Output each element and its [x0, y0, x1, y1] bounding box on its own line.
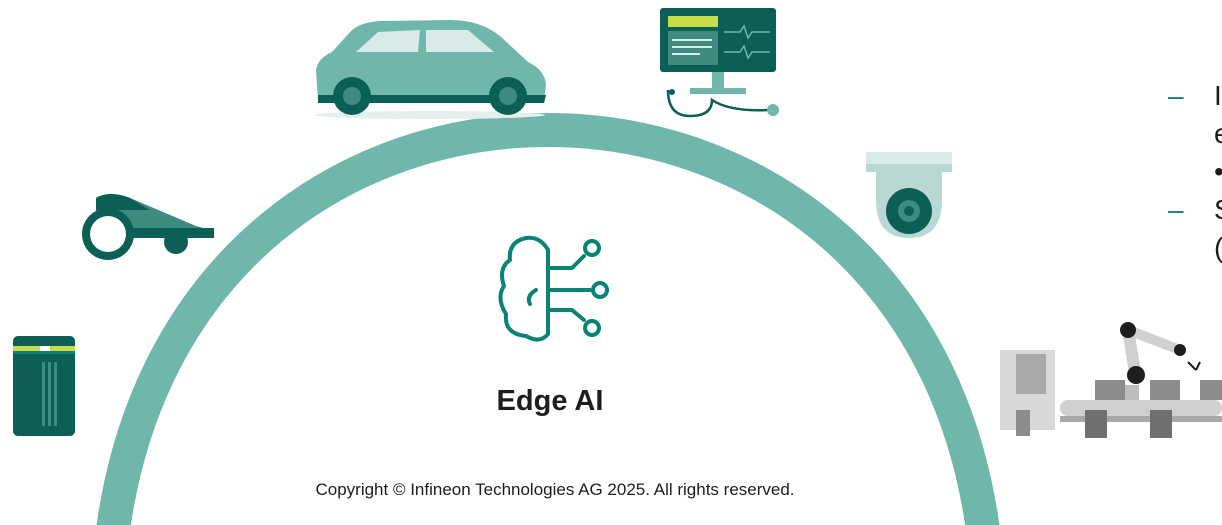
bullet-item: – S: [1168, 194, 1222, 232]
robot-lawn-mower-icon: [82, 194, 214, 260]
bullet-continuation: (: [1168, 232, 1222, 270]
edge-ai-arc: [96, 112, 1000, 525]
bullet-item: – I: [1168, 80, 1222, 118]
edge-ai-title: Edge AI: [496, 385, 604, 417]
bullet-text-line: •: [1214, 156, 1222, 188]
bullet-text-line: S: [1214, 194, 1222, 226]
bullet-text-line: e: [1214, 118, 1222, 149]
copyright-notice: Copyright © Infineon Technologies AG 202…: [315, 480, 795, 499]
bullet-dash: –: [1168, 194, 1184, 225]
security-camera-icon: [866, 152, 952, 238]
smart-speaker-icon: [13, 336, 75, 436]
industrial-robot-arm-icon: [1000, 322, 1222, 438]
bullet-text-line: (: [1214, 232, 1222, 264]
bullet-continuation: e: [1168, 118, 1222, 156]
brain-network-icon: [498, 235, 609, 342]
bullet-continuation: •: [1168, 156, 1222, 194]
car-icon: [315, 20, 546, 119]
bullet-text-line: I: [1214, 80, 1222, 111]
bullet-list: – I e • – S (: [1168, 80, 1222, 270]
bullet-dash: –: [1168, 80, 1184, 111]
medical-monitor-stethoscope-icon: [660, 8, 779, 118]
